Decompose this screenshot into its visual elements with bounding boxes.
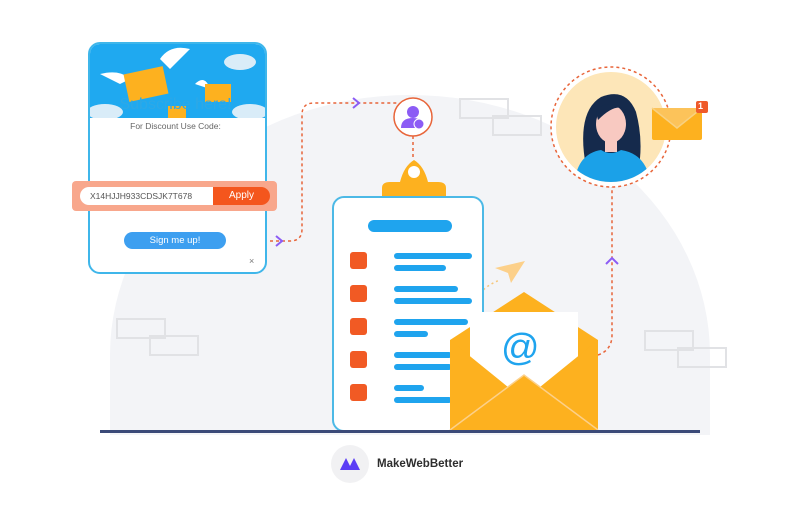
decor-brick — [116, 318, 166, 339]
decor-brick — [677, 347, 727, 368]
sign-me-up-button[interactable]: Sign me up! — [124, 232, 226, 249]
popup-title: Subscribe here! — [119, 96, 232, 113]
decor-brick — [492, 115, 542, 136]
clipboard-clip — [382, 160, 446, 202]
decor-brick — [459, 98, 509, 119]
decor-brick — [149, 335, 199, 356]
mail-notification-icon — [651, 101, 708, 140]
flying-envelopes-illustration — [90, 47, 265, 120]
notification-badge: 1 — [698, 101, 704, 111]
ground-line — [100, 430, 700, 433]
at-symbol-icon: @ — [501, 327, 540, 369]
popup-banner — [90, 44, 265, 120]
brand-logo-icon — [331, 445, 369, 483]
checklist-clipboard — [332, 196, 484, 432]
apply-button[interactable]: Apply — [213, 187, 270, 205]
brand-name: MakeWebBetter — [377, 458, 464, 470]
open-envelope-icon — [449, 292, 599, 430]
coupon-code-input[interactable]: X14HJJH933CDSJK7T678 — [80, 187, 213, 205]
user-avatar — [574, 94, 651, 182]
decor-brick — [644, 330, 694, 351]
close-icon[interactable]: × — [249, 256, 255, 266]
brand-logo: MakeWebBetter — [331, 445, 463, 483]
popup-subtitle: For Discount Use Code: — [130, 121, 221, 131]
coupon-field-group: X14HJJH933CDSJK7T678 Apply — [72, 181, 277, 211]
subscribe-popup — [88, 42, 267, 274]
